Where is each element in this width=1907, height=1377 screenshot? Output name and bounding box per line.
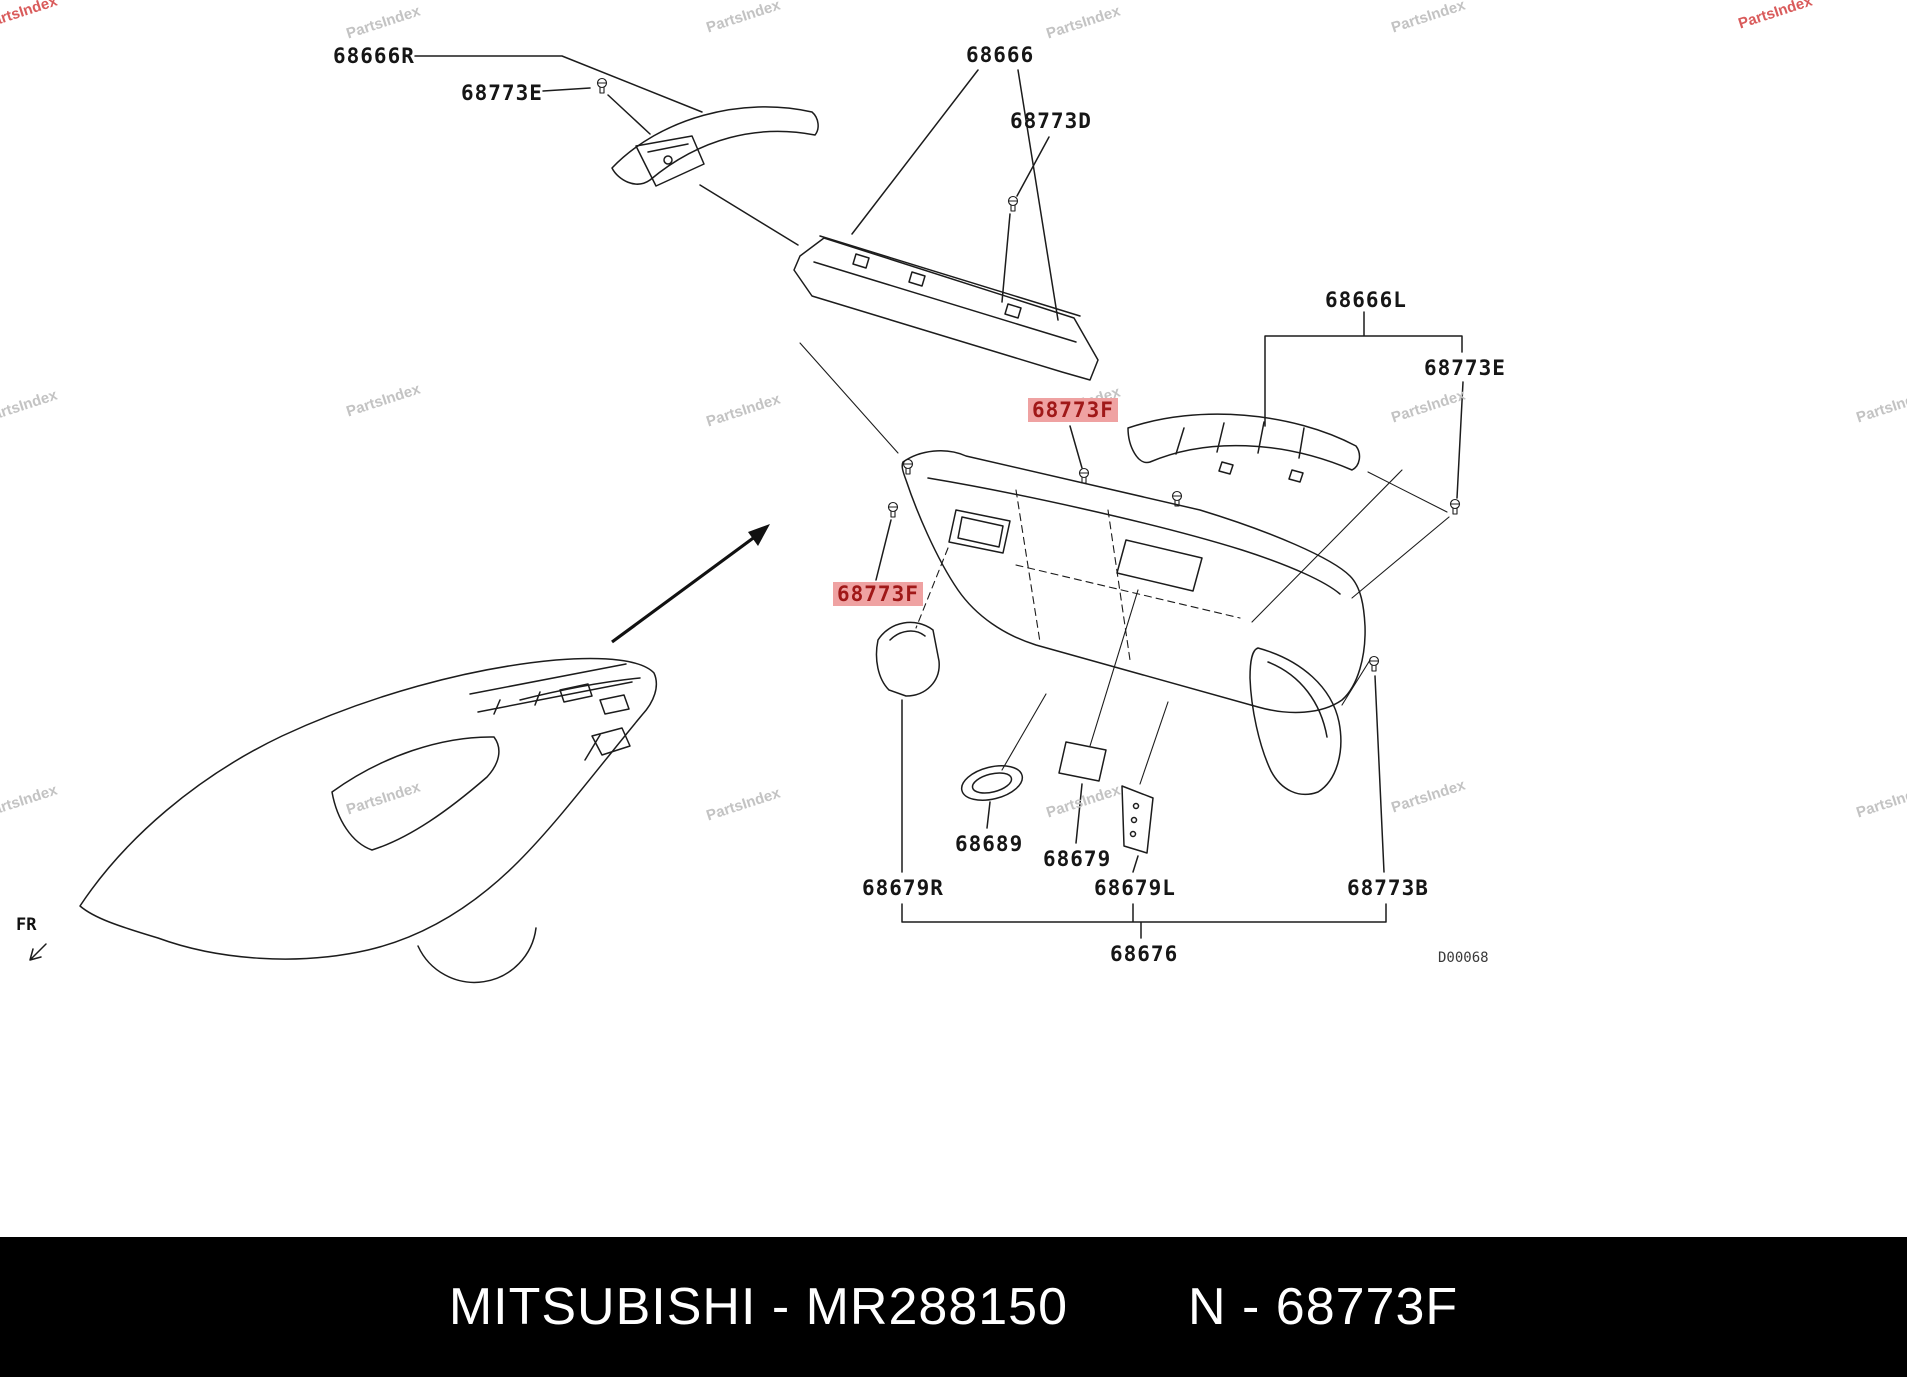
footer-brand-partnumber: MITSUBISHI - MR288150 (448, 1278, 1069, 1336)
clip-icon (887, 501, 899, 518)
part-label-68666L: 68666L (1325, 288, 1407, 312)
footer-bar: MITSUBISHI - MR288150 N - 68773F (0, 1237, 1907, 1377)
garnish-68666R-drawing (611, 106, 819, 187)
garnish-68666L-drawing (1127, 413, 1361, 483)
part-label-68676: 68676 (1110, 942, 1179, 966)
part-label-68666R: 68666R (333, 44, 415, 68)
clip-icon (1449, 498, 1461, 515)
direction-arrow (611, 524, 770, 644)
car-reference-sketch (79, 657, 658, 984)
part-label-68689: 68689 (955, 832, 1024, 856)
clip-icon (596, 77, 608, 94)
part-label-68679L: 68679L (1094, 876, 1176, 900)
footer-reference-number: N - 68773F (1188, 1278, 1459, 1336)
part-label-68679R: 68679R (862, 876, 944, 900)
fr-arrow-icon (29, 943, 47, 961)
part-label-68773E-1: 68773E (461, 81, 543, 105)
part-label-68773D: 68773D (1010, 109, 1092, 133)
clip-icon (1007, 195, 1019, 212)
trim-strip-68666-drawing (793, 235, 1099, 381)
construction-lines (799, 342, 1450, 785)
part-label-68773F-1: 68773F (1028, 398, 1118, 422)
part-label-68773F-2: 68773F (833, 582, 923, 606)
part-label-68666: 68666 (966, 43, 1035, 67)
leader-lines (414, 55, 1464, 939)
small-parts-drawing (875, 621, 1154, 854)
dashed-lines (915, 489, 1241, 661)
clip-icons (596, 77, 1461, 672)
clip-icon (902, 458, 914, 475)
part-label-68679: 68679 (1043, 847, 1112, 871)
clip-icon (1368, 655, 1380, 672)
part-label-68773E-2: 68773E (1424, 356, 1506, 380)
fr-direction-label: FR (16, 915, 37, 935)
part-label-68773B: 68773B (1347, 876, 1429, 900)
diagram-code: D00068 (1438, 950, 1489, 966)
tailgate-trim-panel-drawing (901, 450, 1366, 796)
clip-icon (1078, 467, 1090, 484)
